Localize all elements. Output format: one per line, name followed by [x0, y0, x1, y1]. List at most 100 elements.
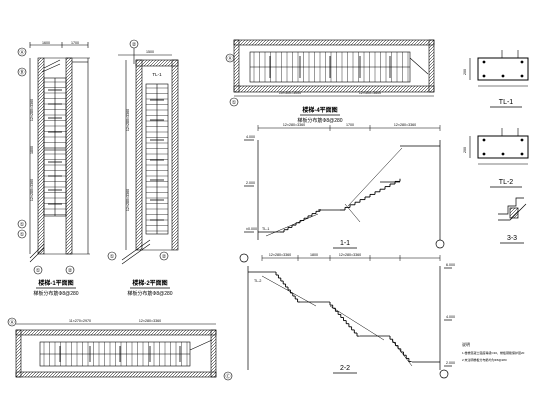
plan2-treads [146, 87, 168, 232]
axis-bubble [223, 371, 233, 381]
level-text: 6.000 [446, 263, 455, 267]
plan3-treads [253, 52, 409, 82]
section-2-2-steps [275, 272, 412, 363]
dimension-text: 200 [463, 69, 467, 75]
dimension-text: 1800 [310, 253, 318, 257]
dimension-text: 12×300=3600 [359, 91, 381, 95]
rebar-dot [520, 74, 524, 78]
plan1-treads [44, 81, 66, 215]
dimension-text: 12×280=3360 [30, 179, 34, 201]
rebar-dot [482, 60, 486, 64]
axis-bubble [65, 265, 75, 275]
axis-bubble [17, 47, 27, 57]
axis-label: ① [110, 254, 115, 260]
plan-subtitle: 梯板分布筋Φ8@280 [297, 117, 342, 124]
section-1-1 [244, 125, 445, 249]
rebar-dot [482, 152, 486, 156]
dimension-text: 10×300=3000 [279, 91, 301, 95]
notes-line: 1.楼梯混凝土强度等级C30，梯板钢筋保护层20 [462, 350, 525, 355]
section-title: TL-2 [499, 179, 514, 186]
plan4-treads [43, 342, 188, 366]
stair-plan-2 [107, 39, 179, 265]
notes-title: 说明 [462, 341, 470, 347]
rebar-dot [501, 152, 505, 156]
plan-title: 楼梯-2平面图 [132, 279, 167, 287]
rebar-dot [520, 152, 524, 156]
beam-label: TL-2 [254, 279, 261, 283]
dimension-text: 1700 [346, 123, 354, 127]
axis-label: ① [36, 268, 41, 274]
axis-bubble [33, 265, 43, 275]
beam-section-tl1 [469, 50, 529, 87]
rebar-dot [520, 138, 524, 142]
dimension-text: 11×270=2970 [69, 319, 91, 323]
axis-bubble [17, 67, 27, 77]
axis-bubble [17, 229, 27, 239]
axis-label: Ⓒ [225, 373, 230, 380]
section-3-3 [498, 197, 527, 221]
axis-label: ① [232, 100, 237, 106]
section-title: 1-1 [340, 240, 350, 247]
axis-bubble [439, 369, 449, 379]
level-text: 2.000 [246, 181, 255, 185]
beam-label: TL-1 [152, 72, 162, 77]
dimension-text: 1500 [146, 50, 154, 54]
beam-section-tl2 [469, 128, 529, 165]
dimension-text: 12×280=3360 [126, 189, 130, 211]
plan-subtitle: 梯板分布筋Φ8@280 [33, 290, 78, 297]
axis-label: ② [68, 268, 73, 274]
dimension-text: 12×280=3360 [269, 253, 291, 257]
axis-bubble [435, 239, 445, 249]
dimension-text: 12×280=3360 [339, 253, 361, 257]
axis-label: Ⓑ [19, 69, 24, 76]
notes-line: 2.未注明梯板分布筋均为Φ8@280 [462, 357, 507, 362]
axis-label: ② [132, 42, 137, 48]
plan-title: 楼梯-1平面图 [38, 279, 73, 287]
axis-bubble [107, 251, 117, 261]
plan3-rebar [269, 56, 391, 78]
plan1-rebar [48, 89, 62, 205]
dimension-text: 12×280=3360 [283, 123, 305, 127]
stair-plan-1 [17, 42, 90, 275]
dimension-text: 1700 [71, 41, 79, 45]
tl1-rebar-dots [482, 60, 524, 78]
level-text: ±0.000 [246, 227, 257, 231]
axis-bubble [159, 251, 169, 261]
axis-label: Ⓐ [9, 319, 14, 326]
dimension-text: 1800 [30, 146, 34, 154]
rebar-dot [501, 74, 505, 78]
axis-label: Ⓐ [19, 49, 24, 56]
notes-block: 说明 1.楼梯混凝土强度等级C30，梯板钢筋保护层20 2.未注明梯板分布筋均为… [462, 341, 525, 362]
section-2-2 [239, 253, 452, 379]
plan4-rebar [59, 346, 181, 362]
plan2-rebar [150, 99, 164, 221]
axis-bubble [17, 219, 27, 229]
section-title: TL-1 [499, 99, 514, 106]
dimension-text: 12×280=3360 [30, 99, 34, 121]
plan-subtitle: 梯板分布筋Φ8@280 [127, 290, 172, 297]
axis-label: Ⓐ [227, 55, 232, 62]
tl2-rebar-dots [482, 138, 524, 156]
dimension-text: 1600 [42, 41, 50, 45]
dimension-text: 12×280=3360 [126, 109, 130, 131]
section-1-1-steps [280, 178, 401, 233]
section-title: 3-3 [507, 235, 517, 242]
axis-label: ② [162, 254, 167, 260]
axis-bubble [239, 253, 249, 263]
plan-title: 楼梯-4平面图 [302, 106, 337, 114]
beam-label: TL-1 [262, 227, 269, 231]
dimension-text: 200 [463, 147, 467, 153]
stair-plan-4 [225, 39, 435, 107]
rebar-dot [482, 138, 486, 142]
rebar-dot [482, 74, 486, 78]
axis-bubble [7, 317, 17, 327]
level-text: 4.000 [446, 315, 455, 319]
rebar-dot [520, 60, 524, 64]
dimension-text: 12×280=3360 [139, 319, 161, 323]
level-text: 4.000 [246, 135, 255, 139]
axis-label: ① [20, 222, 25, 228]
dimension-text: 12×280=3360 [394, 123, 416, 127]
axis-bubble [229, 97, 239, 107]
axis-label: ① [20, 232, 25, 238]
